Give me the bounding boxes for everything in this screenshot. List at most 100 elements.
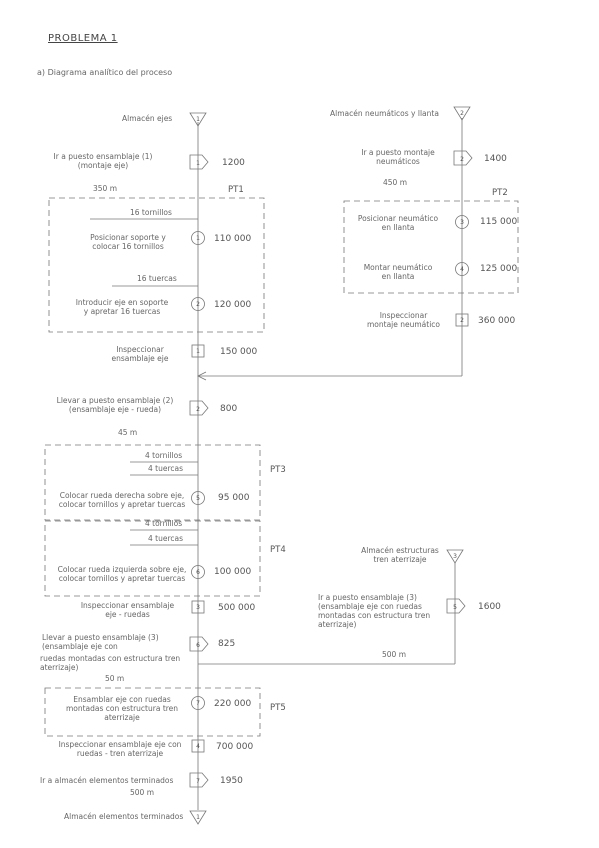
step-cost: 1400 [484, 154, 507, 164]
symbol-number: 6 [196, 569, 200, 576]
step-distance: 50 m [105, 674, 125, 683]
start-storage-label: Almacén ejes [122, 114, 173, 123]
symbol-number: 3 [453, 553, 457, 560]
step-label: Ir a puesto ensamblaje (1) (montaje eje) [53, 152, 153, 170]
symbol-number: 1 [196, 814, 200, 821]
symbol-number: 7 [196, 778, 200, 785]
input-tuercas: 4 tuercas [148, 464, 184, 473]
step-cost: 1950 [220, 776, 243, 786]
storage-triangle-end [189, 810, 207, 825]
step-cost: 95 000 [218, 493, 250, 503]
step-label: Inspeccionar montaje neumático [366, 311, 441, 329]
pt5-label: PT5 [270, 703, 286, 713]
input-tornillos: 4 tornillos [145, 451, 183, 460]
pt4-label: PT4 [270, 545, 286, 555]
operation-circle-1 [191, 231, 205, 245]
operation-circle-7 [191, 696, 205, 710]
symbol-number: 1 [196, 160, 200, 167]
pt3-box [44, 444, 261, 521]
symbol-number: 2 [460, 317, 464, 324]
pt5-box [44, 687, 261, 737]
step-label: Montar neumático en llanta [363, 263, 433, 281]
storage-triangle-start [189, 112, 207, 127]
step-cost: 120 000 [214, 300, 252, 310]
symbol-number: 5 [453, 604, 457, 611]
symbol-number: 2 [196, 406, 200, 413]
step-label: Posicionar soporte y colocar 16 tornillo… [90, 233, 166, 251]
step-label: Posicionar neumático en llanta [357, 214, 439, 232]
pt3-label: PT3 [270, 465, 286, 475]
step-label-extra: ruedas montadas con estructura tren ater… [40, 654, 181, 672]
symbol-number: 6 [196, 642, 200, 649]
step-label: Ir a puesto ensamblaje (3) (ensamblaje e… [318, 593, 431, 629]
step-cost: 800 [220, 404, 238, 414]
step-distance: 450 m [383, 178, 408, 187]
step-cost: 500 000 [218, 603, 256, 613]
symbol-number: 1 [196, 348, 200, 355]
step-cost: 825 [218, 639, 236, 649]
input-tuercas: 4 tuercas [148, 534, 184, 543]
step-cost: 100 000 [214, 567, 252, 577]
transport-arrow-t5 [446, 598, 466, 614]
step-distance: 500 m [382, 650, 407, 659]
symbol-number: 1 [196, 235, 200, 242]
step-label: Inspeccionar ensamblaje eje - ruedas [80, 601, 175, 619]
operation-circle-6 [191, 565, 205, 579]
step-label: Llevar a puesto ensamblaje (3) (ensambla… [42, 633, 159, 651]
input-tornillos: 4 tornillos [145, 519, 183, 528]
symbol-number: 2 [196, 301, 200, 308]
step-cost: 115 000 [480, 217, 518, 227]
storage-triangle-right [453, 106, 471, 121]
inspection-square-3 [191, 600, 205, 614]
inspection-square-4 [191, 739, 205, 753]
inspection-square-r2 [455, 313, 469, 327]
transport-arrow-2 [189, 400, 209, 416]
symbol-number: 4 [460, 266, 464, 273]
step-label: Inspeccionar ensamblaje eje con ruedas -… [58, 740, 182, 758]
pt2-box [343, 200, 519, 294]
step-label: Llevar a puesto ensamblaje (2) (ensambla… [56, 396, 174, 414]
pt4-box [44, 520, 261, 597]
step-cost: 220 000 [214, 699, 252, 709]
step-cost: 700 000 [216, 742, 254, 752]
subtitle: a) Diagrama analítico del proceso [37, 68, 173, 77]
step-distance: 350 m [93, 184, 118, 193]
step-cost: 1600 [478, 602, 501, 612]
step-cost: 110 000 [214, 234, 252, 244]
page-title: PROBLEMA 1 [48, 33, 118, 44]
symbol-number: 2 [460, 156, 464, 163]
pt1-label: PT1 [228, 185, 244, 195]
step-label: Colocar rueda izquierda sobre eje, coloc… [57, 565, 187, 583]
storage-triangle-third [446, 549, 464, 564]
pt2-label: PT2 [492, 188, 508, 198]
step-cost: 360 000 [478, 316, 516, 326]
step-distance: 45 m [118, 428, 138, 437]
join-arrow [197, 371, 207, 381]
transport-arrow-6 [189, 636, 209, 652]
input-tuercas: 16 tuercas [137, 274, 177, 283]
step-label: Ir a puesto montaje neumáticos [361, 148, 435, 166]
operation-circle-r3 [455, 215, 469, 229]
step-cost: 150 000 [220, 347, 258, 357]
transport-arrow-7 [189, 772, 209, 788]
third-storage-label: Almacén estructuras tren aterrizaje [361, 546, 439, 564]
step-label: Ir a almacén elementos terminados [40, 776, 174, 785]
symbol-number: 3 [196, 604, 200, 611]
symbol-number: 5 [196, 495, 200, 502]
step-distance: 500 m [130, 788, 155, 797]
step-cost: 1200 [222, 158, 245, 168]
end-storage-label: Almacén elementos terminados [64, 812, 184, 821]
pt1-box [48, 197, 265, 333]
inspection-square-1 [191, 344, 205, 358]
symbol-number: 1 [196, 116, 200, 123]
step-label: Inspeccionar ensamblaje eje [111, 345, 169, 363]
symbol-number: 2 [460, 110, 464, 117]
symbol-number: 7 [196, 700, 200, 707]
operation-circle-5 [191, 491, 205, 505]
symbol-number: 3 [460, 219, 464, 226]
transport-arrow-1 [189, 154, 209, 170]
input-tornillos: 16 tornillos [130, 208, 172, 217]
right-storage-label: Almacén neumáticos y llanta [330, 109, 439, 118]
step-label: Colocar rueda derecha sobre eje, colocar… [58, 491, 186, 509]
